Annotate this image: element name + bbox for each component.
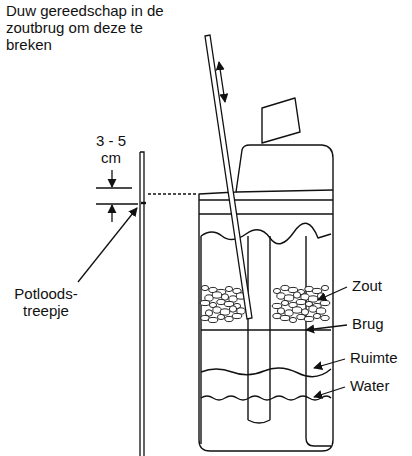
leaders (306, 287, 347, 397)
leader-line (318, 287, 347, 300)
salt-pebble (232, 313, 242, 318)
leader-line (306, 325, 347, 330)
salt-pebble (293, 292, 300, 298)
water-surface (201, 396, 331, 400)
salt-pebble (304, 316, 314, 321)
salt-pebbles (200, 285, 330, 322)
salt-pebble (225, 316, 233, 321)
part-label: Zout (352, 277, 408, 294)
part-label: Potloods- treepje (4, 285, 88, 319)
tank (199, 98, 333, 451)
salt-pebble (229, 306, 236, 312)
tank-tube (306, 236, 331, 446)
stick (140, 152, 144, 456)
part-label: Brug (352, 315, 408, 332)
salt-pebble (217, 314, 224, 319)
salt-pebble (320, 300, 330, 305)
salt-pebble (281, 300, 288, 305)
salt-pebble (289, 317, 296, 322)
cutaway-edge (201, 223, 331, 243)
part-label: Water (350, 377, 408, 394)
tank-lid (199, 145, 333, 200)
leader-line (314, 359, 345, 368)
tool (205, 35, 252, 319)
tank-body (199, 200, 333, 451)
space-edge (201, 368, 331, 377)
salt-pebble (225, 286, 232, 291)
salt-pebble (296, 299, 306, 304)
dimension-arrow (111, 170, 112, 187)
salt-pebble (212, 292, 222, 298)
motion-arrow (219, 62, 225, 102)
lid-band (199, 213, 333, 214)
salt-pebble (208, 317, 218, 322)
salt-pebble (321, 315, 329, 320)
leader-line (78, 208, 137, 282)
measuring-stick (78, 152, 197, 456)
lid-flap (262, 98, 300, 143)
lid-seam (236, 190, 333, 192)
instruction-note: Duw gereedschap in de zoutbrug om deze t… (6, 2, 178, 53)
dimension-arrow (111, 205, 112, 222)
salt-pebble (292, 307, 302, 313)
salt-pebble (200, 300, 210, 305)
dimension-label: 3 - 5 cm (86, 132, 136, 166)
salt-pebble (280, 315, 290, 320)
lid-edge (199, 199, 333, 200)
pencil-mark (141, 202, 146, 204)
cutaway-side (200, 236, 201, 444)
dimension-lines (96, 188, 138, 204)
salt-pebble (313, 313, 320, 318)
salt-pebble (321, 285, 328, 290)
level-line (148, 193, 197, 194)
tool-rod (205, 35, 252, 319)
leader-line (314, 387, 345, 397)
part-label: Ruimte (350, 349, 408, 366)
salt-pebble (201, 285, 208, 290)
